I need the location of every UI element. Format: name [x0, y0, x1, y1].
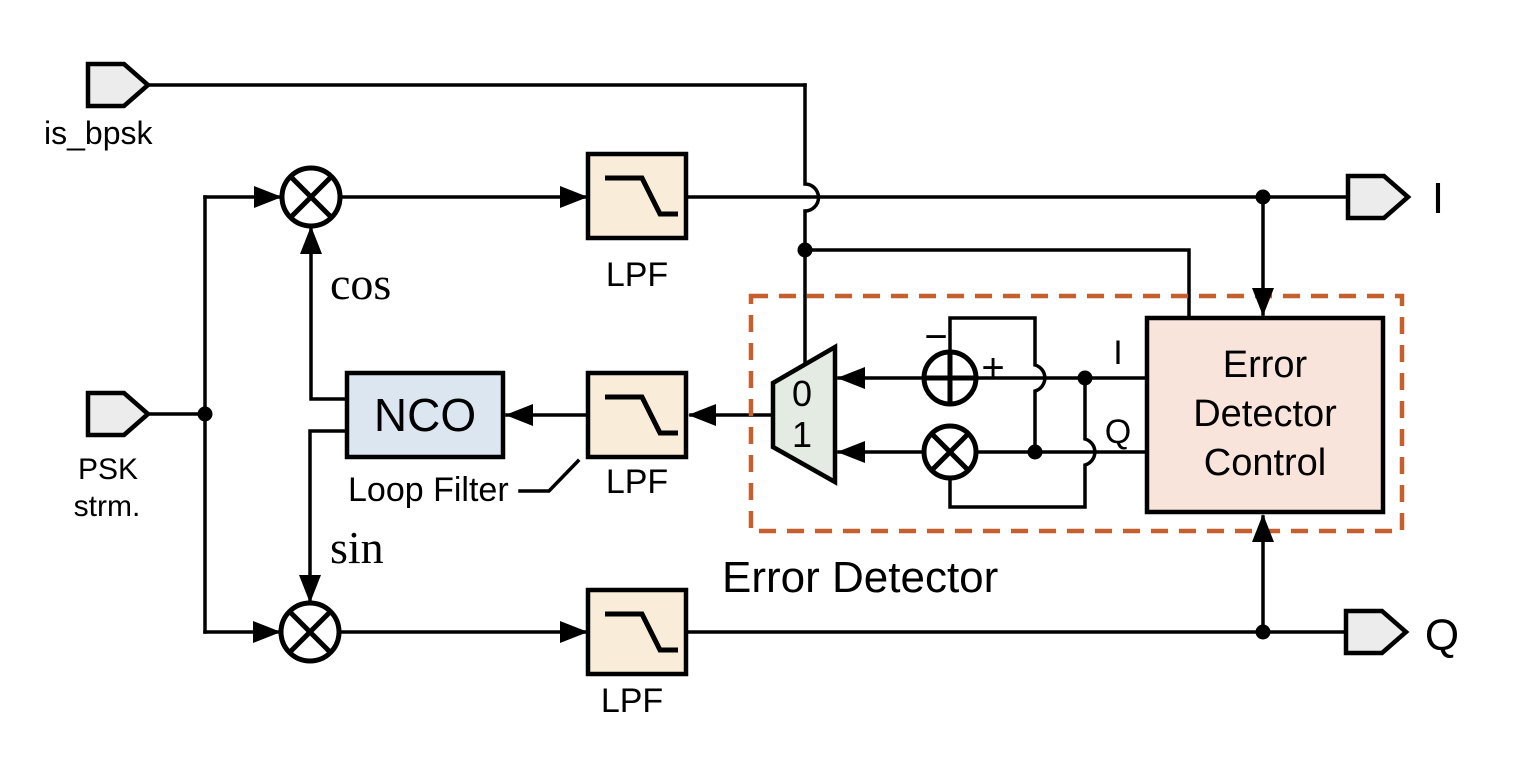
lpf-top-box [585, 151, 689, 241]
q-output-port [1343, 608, 1410, 656]
adder-plus-label: + [981, 346, 1004, 390]
arrow-into-top-lpf [560, 186, 588, 208]
error-detector-caption: Error Detector [722, 553, 998, 602]
psk-input-port [85, 390, 152, 438]
arrow-into-mux-input1 [837, 441, 865, 463]
arrow-into-loop-filter [688, 404, 716, 426]
wire-i-under-to-multiplier [948, 376, 1097, 509]
junction-dots [197, 189, 1271, 640]
arrow-sin-into-bottom-mixer [299, 575, 321, 603]
internal-i-label: I [1113, 334, 1122, 372]
junction-psk-split [197, 406, 213, 422]
arrow-q-into-control [1252, 514, 1274, 542]
arrow-into-mux-input0 [837, 367, 865, 389]
labels: is_bpsk PSK strm. cos sin LPF LPF LPF NC… [44, 115, 1459, 720]
wire-cos [309, 227, 349, 401]
control-label-line3: Control [1204, 442, 1327, 484]
mux-shape [770, 343, 838, 486]
nco-box [344, 370, 506, 460]
i-port-label: I [1432, 174, 1444, 223]
ed-multiplier-x-icon [930, 432, 970, 472]
i-output-port [1345, 173, 1412, 221]
lpf-top-label: LPF [606, 256, 668, 294]
loop-filter-callout-line [518, 458, 581, 493]
q-port-label: Q [1425, 611, 1459, 660]
nco-label: NCO [374, 389, 476, 441]
arrow-into-bottom-lpf [560, 621, 588, 643]
sin-label: sin [330, 522, 384, 573]
lowpass-filter-icon [605, 611, 678, 653]
bottom-mixer-x-icon [288, 610, 332, 654]
arrow-into-nco [505, 404, 533, 426]
lpf-middle-box [585, 370, 689, 460]
junction-ed-i-split [1077, 370, 1093, 386]
lpf-top-block [585, 151, 689, 241]
wire-q-over-to-adder-minus [948, 316, 1047, 454]
psk-label-line2: strm. [74, 490, 141, 523]
lpf-bottom-label: LPF [601, 682, 663, 720]
lowpass-filter-icon [605, 175, 678, 217]
control-label-line1: Error [1223, 344, 1308, 386]
control-label-line2: Detector [1193, 393, 1337, 435]
lowpass-filter-icon [605, 394, 678, 436]
error-detector-dashed-boundary [748, 293, 1405, 534]
top-mixer-x-icon [289, 175, 333, 219]
cos-label: cos [330, 258, 391, 309]
junction-q-split [1255, 624, 1271, 640]
adder-plus-icon [925, 353, 975, 403]
adder-minus-label: − [924, 315, 947, 359]
wire-is-bpsk-to-mux-select [803, 83, 821, 366]
wire-is-bpsk-to-control [803, 248, 1191, 320]
junction-ed-q-split [1027, 444, 1043, 460]
junction-i-split [1255, 189, 1271, 205]
mux-input0-label: 0 [792, 373, 812, 414]
is-bpsk-label: is_bpsk [44, 115, 154, 151]
internal-q-label: Q [1105, 413, 1131, 451]
arrow-into-top-mixer-left [254, 186, 282, 208]
lpf-middle-block [585, 370, 689, 460]
lpf-bottom-block [585, 587, 689, 677]
arrow-cos-into-top-mixer [300, 226, 322, 254]
error-detector-control-box [1144, 315, 1386, 515]
junction-is-bpsk-split [797, 242, 813, 258]
is-bpsk-input-port [85, 61, 152, 109]
wire-sin [308, 429, 349, 602]
lpf-bottom-box [585, 587, 689, 677]
arrowheads [253, 186, 1274, 643]
lpf-middle-label: LPF [606, 463, 668, 501]
loop-filter-label: Loop Filter [348, 471, 509, 509]
mux-input1-label: 1 [792, 414, 812, 455]
ports [85, 61, 1412, 656]
arrow-i-into-control [1252, 288, 1274, 316]
psk-label-line1: PSK [78, 453, 138, 486]
arrow-into-bottom-mixer-left [253, 621, 281, 643]
